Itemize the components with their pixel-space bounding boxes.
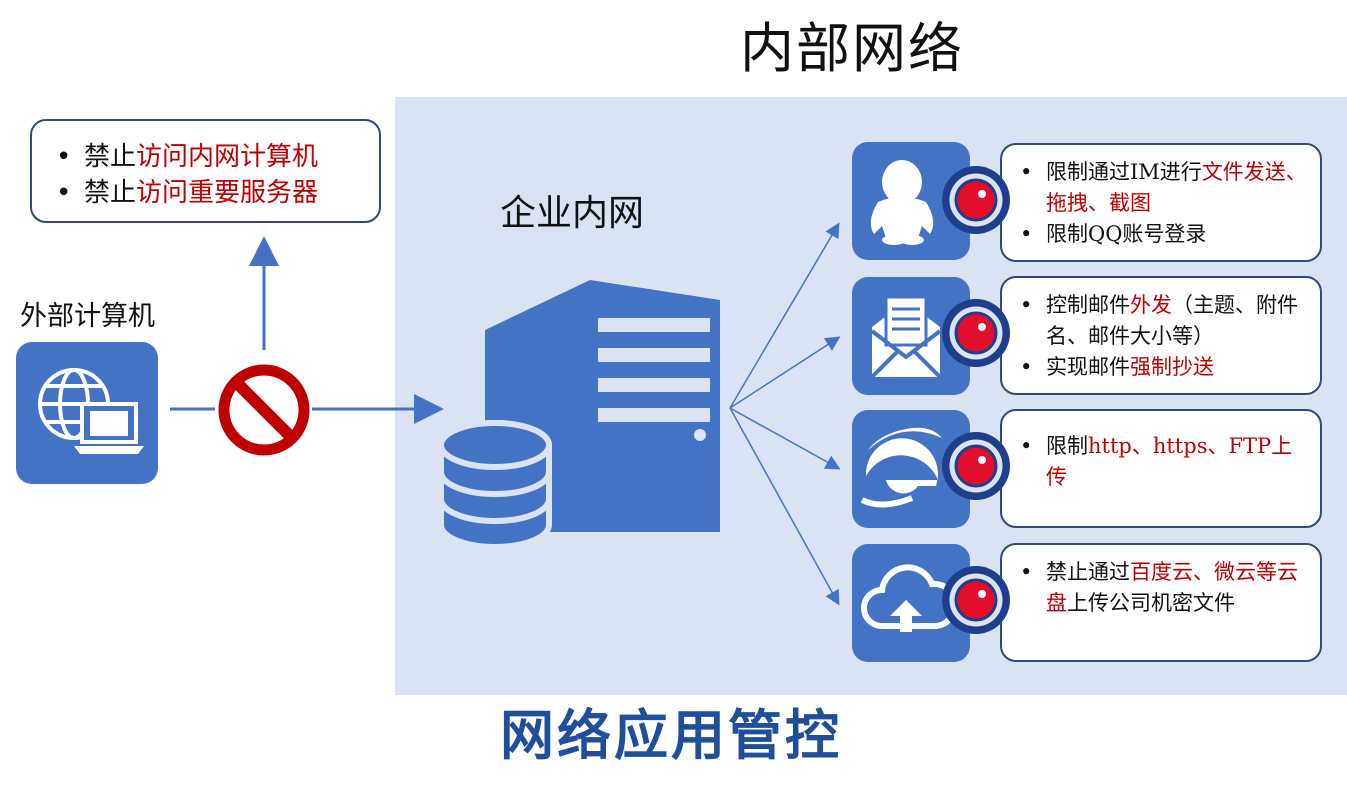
- monitor-badge-icon: [942, 566, 1010, 634]
- mail-control-box: 控制邮件外发（主题、附件名、邮件大小等） 实现邮件强制抄送: [1000, 276, 1322, 395]
- prohibited-icon: [218, 364, 310, 456]
- monitor-badge-icon: [942, 166, 1010, 234]
- blocked-access-box: 禁止访问内网计算机 禁止访问重要服务器: [30, 119, 381, 223]
- mail-rule-2: 实现邮件强制抄送: [1016, 352, 1310, 383]
- globe-laptop-icon: [38, 368, 144, 454]
- cloud-rule-1: 禁止通过百度云、微云等云盘上传公司机密文件: [1016, 557, 1310, 619]
- ie-browser-icon: [860, 427, 942, 508]
- im-rule-1: 限制通过IM进行文件发送、拖拽、截图: [1016, 157, 1310, 219]
- cloud-control-box: 禁止通过百度云、微云等云盘上传公司机密文件: [1000, 543, 1322, 662]
- web-control-box: 限制http、https、FTP上传: [1000, 409, 1322, 528]
- monitor-badge-icon: [942, 432, 1010, 500]
- blocked-item-1: 禁止访问内网计算机: [50, 139, 379, 175]
- im-rule-2: 限制QQ账号登录: [1016, 219, 1310, 250]
- monitor-badge-icon: [942, 299, 1010, 367]
- blocked-item-2: 禁止访问重要服务器: [50, 175, 379, 211]
- internal-network-title: 内部网络: [740, 17, 964, 80]
- web-rule-1: 限制http、https、FTP上传: [1016, 431, 1310, 493]
- app-control-title: 网络应用管控: [500, 703, 842, 767]
- external-computer-label: 外部计算机: [20, 301, 155, 332]
- intranet-label: 企业内网: [500, 193, 645, 234]
- qq-penguin-icon: [870, 160, 934, 245]
- server-database-icon: [438, 280, 720, 550]
- mail-rule-1: 控制邮件外发（主题、附件名、邮件大小等）: [1016, 290, 1310, 352]
- external-computer-tile: [16, 342, 158, 484]
- im-control-box: 限制通过IM进行文件发送、拖拽、截图 限制QQ账号登录: [1000, 143, 1322, 262]
- mail-envelope-icon: [870, 295, 942, 379]
